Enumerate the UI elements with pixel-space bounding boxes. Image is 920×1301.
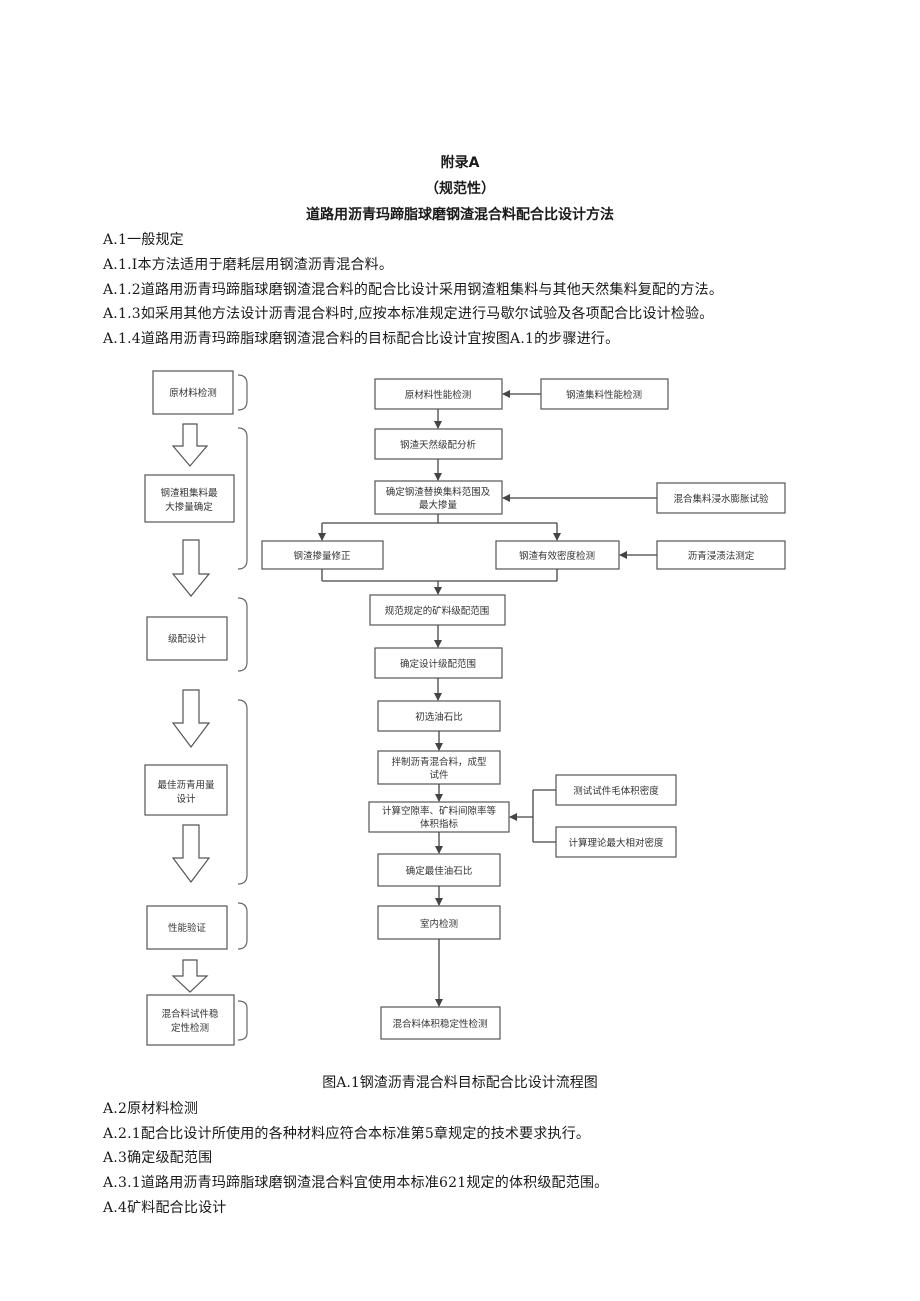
step-lab-test: 室内检测 <box>377 905 501 940</box>
svg-text:原材料性能检测: 原材料性能检测 <box>405 389 472 401</box>
brace-2 <box>237 427 248 570</box>
clause-a1-4: A.1.4道路用沥青玛蹄脂球磨钢渣混合料的目标配合比设计宜按图A.1的步骤进行。 <box>103 331 620 347</box>
svg-text:拌制沥青混合料，成型: 拌制沥青混合料，成型 <box>391 756 487 768</box>
svg-text:初选油石比: 初选油石比 <box>415 711 463 723</box>
svg-text:确定钢渣替换集料范围及: 确定钢渣替换集料范围及 <box>386 486 491 498</box>
svg-text:混合集料浸水膨胀试验: 混合集料浸水膨胀试验 <box>673 493 769 505</box>
step-slag-gradation-analysis: 钢渣天然级配分析 <box>374 428 503 460</box>
svg-text:最佳沥青用量: 最佳沥青用量 <box>157 779 215 791</box>
step-slag-dosage-correction: 钢渣掺量修正 <box>261 540 384 570</box>
input-max-theoretical-density: 计算理论最大相对密度 <box>555 826 677 858</box>
svg-text:钢渣掺量修正: 钢渣掺量修正 <box>293 550 351 562</box>
step-design-gradation-range: 确定设计级配范围 <box>374 647 503 679</box>
section-a4-heading: A.4矿料配合比设计 <box>103 1200 227 1216</box>
input-immersion-expansion-test: 混合集料浸水膨胀试验 <box>656 482 786 514</box>
stage-box-asphalt-content: 最佳沥青用量 设计 <box>144 764 228 816</box>
brace-4 <box>237 699 248 885</box>
svg-text:混合料体积稳定性检测: 混合料体积稳定性检测 <box>392 1018 487 1030</box>
clause-a2-1: A.2.1配合比设计所使用的各种材料应符合本标准第5章规定的技术要求执行。 <box>103 1126 591 1142</box>
input-slag-aggregate-test: 钢渣集料性能检测 <box>540 378 669 410</box>
figure-caption: 图A.1钢渣沥青混合料目标配合比设计流程图 <box>322 1075 598 1091</box>
svg-text:级配设计: 级配设计 <box>168 633 207 645</box>
brace-3 <box>237 597 248 672</box>
stage-arrow-3 <box>171 689 211 748</box>
step-initial-oil-ratio: 初选油石比 <box>377 700 501 732</box>
step-mix-specimen: 拌制沥青混合料，成型 试件 <box>377 750 501 785</box>
section-a3-heading: A.3确定级配范围 <box>103 1150 213 1166</box>
stage-arrow-2 <box>171 539 211 597</box>
appendix-nature: （规范性） <box>425 181 495 197</box>
svg-text:确定最佳油石比: 确定最佳油石比 <box>406 865 473 877</box>
svg-text:钢渣粗集料最: 钢渣粗集料最 <box>160 487 218 499</box>
svg-text:沥青浸渍法测定: 沥青浸渍法测定 <box>688 550 755 562</box>
brace-5 <box>237 902 248 950</box>
section-a2-heading: A.2原材料检测 <box>103 1101 199 1117</box>
step-volume-stability: 混合料体积稳定性检测 <box>380 1006 501 1040</box>
stage-arrow-4 <box>171 824 211 883</box>
input-bulk-density: 测试试件毛体积密度 <box>555 774 677 806</box>
step-replacement-range: 确定钢渣替换集料范围及 最大掺量 <box>374 480 503 515</box>
svg-text:计算理论最大相对密度: 计算理论最大相对密度 <box>568 837 664 849</box>
svg-text:计算空隙率、矿料间隙率等: 计算空隙率、矿料间隙率等 <box>382 805 497 817</box>
svg-text:大掺量确定: 大掺量确定 <box>165 501 213 513</box>
svg-text:体积指标: 体积指标 <box>420 818 459 830</box>
clause-a3-1: A.3.1道路用沥青玛蹄脂球磨钢渣混合料宜使用本标准621规定的体积级配范围。 <box>103 1175 609 1191</box>
svg-text:规范规定的矿料级配范围: 规范规定的矿料级配范围 <box>385 605 490 617</box>
stage-box-stability: 混合料试件稳 定性检测 <box>146 994 235 1046</box>
stage-box-performance: 性能验证 <box>146 905 228 950</box>
svg-text:原材料检测: 原材料检测 <box>169 387 217 399</box>
brace-1 <box>237 374 248 411</box>
svg-text:钢渣集料性能检测: 钢渣集料性能检测 <box>566 389 642 401</box>
input-asphalt-immersion: 沥青浸渍法测定 <box>656 540 786 570</box>
step-volumetric-indices: 计算空隙率、矿料间隙率等 体积指标 <box>368 801 510 833</box>
stage-box-gradation: 级配设计 <box>146 616 228 661</box>
step-optimal-oil-ratio: 确定最佳油石比 <box>377 853 501 887</box>
svg-text:测试试件毛体积密度: 测试试件毛体积密度 <box>573 785 659 797</box>
stage-box-raw-material: 原材料检测 <box>152 370 234 415</box>
svg-text:定性检测: 定性检测 <box>171 1022 209 1034</box>
svg-text:设计: 设计 <box>176 793 196 805</box>
clause-a1-2: A.1.2道路用沥青玛蹄脂球磨钢渣混合料的配合比设计采用钢渣粗集料与其他天然集料… <box>103 282 724 298</box>
stage-arrow-1 <box>171 423 209 467</box>
appendix-label: 附录A <box>440 155 480 171</box>
section-a1-heading: A.1一般规定 <box>103 232 184 248</box>
brace-6 <box>237 1000 248 1041</box>
clause-a1-1: A.1.I本方法适用于磨耗层用钢渣沥青混合料。 <box>103 257 394 273</box>
stage-arrow-5 <box>171 959 209 993</box>
svg-text:最大掺量: 最大掺量 <box>419 499 458 511</box>
stage-box-max-dosage: 钢渣粗集料最 大掺量确定 <box>144 474 235 523</box>
appendix-title: 道路用沥青玛蹄脂球磨钢渣混合料配合比设计方法 <box>306 207 614 223</box>
svg-text:性能验证: 性能验证 <box>168 922 207 934</box>
svg-text:室内检测: 室内检测 <box>420 918 458 930</box>
svg-text:钢渣有效密度检测: 钢渣有效密度检测 <box>519 550 595 562</box>
svg-text:钢渣天然级配分析: 钢渣天然级配分析 <box>400 439 477 451</box>
svg-text:确定设计级配范围: 确定设计级配范围 <box>400 658 476 670</box>
svg-text:混合料试件稳: 混合料试件稳 <box>161 1008 219 1020</box>
clause-a1-3: A.1.3如采用其他方法设计沥青混合料时,应按本标准规定进行马歇尔试验及各项配合… <box>103 306 714 322</box>
step-raw-material-performance: 原材料性能检测 <box>374 378 503 410</box>
step-spec-gradation-range: 规范规定的矿料级配范围 <box>369 594 506 626</box>
step-slag-effective-density: 钢渣有效密度检测 <box>495 540 620 570</box>
svg-text:试件: 试件 <box>429 769 449 781</box>
